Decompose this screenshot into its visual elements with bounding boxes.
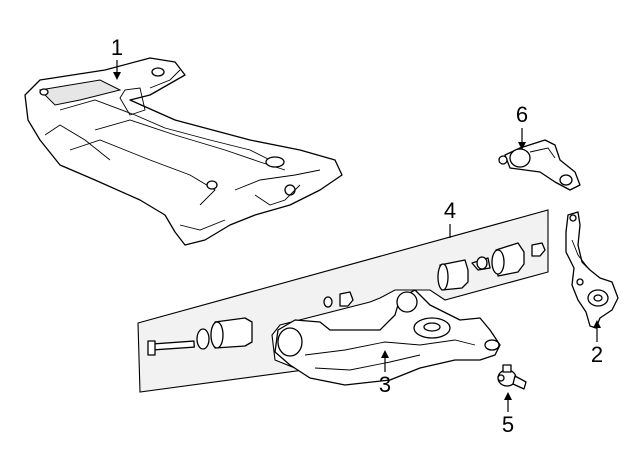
crossmember-part[interactable] bbox=[24, 57, 343, 246]
callout-5-ball-joint: 5 bbox=[501, 412, 515, 437]
callout-3-lower-control-arm: 3 bbox=[378, 372, 392, 397]
lower-control-arm-part[interactable] bbox=[274, 289, 501, 386]
steering-knuckle-part[interactable] bbox=[565, 211, 619, 329]
callout-1-crossmember: 1 bbox=[110, 35, 124, 60]
callout-2-steering-knuckle: 2 bbox=[590, 342, 604, 367]
upper-control-arm-part[interactable] bbox=[498, 139, 581, 191]
control-arm-kit-panel[interactable] bbox=[137, 209, 549, 393]
callout-6-upper-control-arm: 6 bbox=[515, 102, 529, 127]
ball-joint-part[interactable] bbox=[497, 364, 527, 390]
leader-lines bbox=[113, 60, 601, 412]
callout-4-control-arm-kit: 4 bbox=[443, 198, 457, 223]
